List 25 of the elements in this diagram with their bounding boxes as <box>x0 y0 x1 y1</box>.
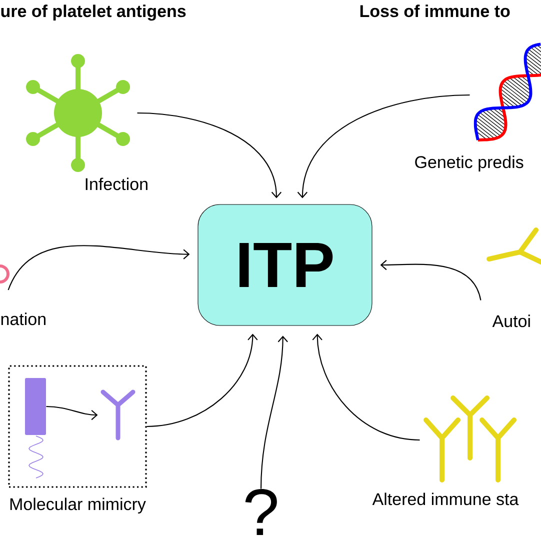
cell-drawing <box>25 378 46 478</box>
dna-drawing <box>474 42 541 142</box>
node-label: Genetic predis <box>415 156 524 172</box>
antibodies-drawing <box>424 396 517 482</box>
node-label: nation <box>1 312 46 326</box>
antibody-drawing <box>486 228 541 264</box>
arrow <box>260 336 288 489</box>
question-mark: ? <box>245 488 277 536</box>
virus-drawing <box>26 54 130 172</box>
node-label: Altered immune sta <box>372 492 519 506</box>
antibody-drawing <box>100 390 136 440</box>
node-label: Autoi <box>492 314 530 328</box>
itp-box: ITP <box>198 204 372 326</box>
heading: ure of platelet antigens <box>1 4 186 21</box>
arrow <box>380 260 482 300</box>
arrow <box>297 94 470 198</box>
node-label: Infection <box>86 178 148 190</box>
partial-drawing <box>0 264 10 284</box>
arrow <box>312 334 420 441</box>
arrow <box>137 112 282 198</box>
heading: Loss of immune to <box>360 4 510 18</box>
arrow <box>146 334 258 428</box>
arrow <box>46 406 98 420</box>
node-label: Molecular mimicry <box>10 498 146 514</box>
arrow <box>8 245 190 290</box>
